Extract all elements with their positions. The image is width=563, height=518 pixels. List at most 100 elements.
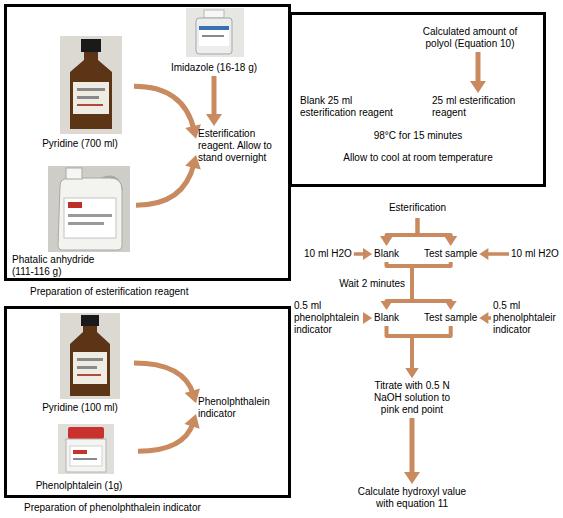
bottle-body: [70, 52, 112, 129]
arrow-head: [444, 236, 457, 246]
arrow-shaft: [134, 86, 194, 130]
flow-arrow: [406, 326, 451, 378]
label-line: [77, 88, 105, 91]
flow-arrow: [138, 414, 200, 451]
step-text: Test sample: [424, 248, 477, 260]
bottle-label: [199, 26, 229, 46]
jar-body: [66, 439, 106, 472]
step-label: Test sample: [424, 248, 477, 260]
arrow-shaft: [387, 326, 413, 371]
step-label: Titrate with 0.5 N NaOH solution to pink…: [366, 380, 458, 416]
bottle-cap: [81, 315, 99, 326]
imidazole-bottle: [186, 8, 244, 57]
photo-ground: [58, 424, 114, 474]
step-label: 25 ml esterification reagent: [432, 95, 524, 119]
flow-arrow: [354, 248, 372, 260]
arrow-head: [363, 312, 372, 324]
step-label: Esterification reagent. Allow to stand o…: [198, 128, 284, 164]
arrow-shaft: [212, 76, 217, 118]
pyridine-bottle: [60, 36, 122, 134]
arrow-shaft: [412, 262, 451, 304]
bottle-label: [73, 82, 109, 114]
label-line: [202, 35, 224, 37]
step-text: Calculated amount of polyol (Equation 10…: [418, 26, 522, 50]
bottle-body: [196, 18, 232, 54]
label-line: [68, 222, 104, 225]
label-line: [77, 358, 103, 361]
step-text: Blank: [374, 312, 399, 324]
arrow-head: [479, 248, 488, 260]
step-text: Calculate hydroxyl value with equation 1…: [350, 486, 474, 510]
jar-label: [70, 446, 102, 466]
step-text: 0.5 ml phenolphtalein indicator: [294, 300, 362, 336]
flow-arrow: [404, 418, 420, 484]
label-line: [77, 374, 101, 376]
arrow-shaft: [136, 164, 194, 205]
step-label: 0.5 ml phenolphtaleir indicator: [493, 300, 559, 336]
step-label: Phenolphthalein indicator: [198, 396, 284, 420]
flow-arrow: [380, 218, 418, 246]
arrow-shaft: [410, 418, 415, 476]
bottle-label: [73, 352, 107, 384]
panel-box: Preparation of esterification reagentPyr…: [4, 4, 291, 300]
step-text: 10 ml H2O: [304, 248, 352, 260]
photo-ground: [186, 8, 244, 57]
photo-ground: [60, 313, 120, 399]
phthalic-anhydride-jug: [48, 166, 130, 252]
jar-cap: [68, 427, 104, 439]
step-label: Calculated amount of polyol (Equation 10…: [418, 26, 522, 50]
arrow-shaft: [412, 326, 451, 371]
label-line: [77, 104, 103, 106]
arrow-head: [406, 368, 419, 378]
arrow-head: [206, 114, 222, 126]
flow-arrow: [479, 312, 491, 324]
flow-arrow: [470, 52, 486, 93]
flow-arrow: [412, 262, 457, 310]
label-stripe: [199, 26, 229, 30]
arrow-shaft: [486, 252, 509, 256]
arrow-head: [404, 472, 420, 484]
label-line: [68, 214, 112, 217]
arrow-shaft: [134, 363, 193, 395]
panel-box: Preparation of phenolphthalein indicator…: [4, 306, 291, 516]
label-logo: [68, 202, 82, 208]
step-note: 98°C for 15 minutes: [290, 130, 546, 142]
arrow-head: [184, 414, 199, 429]
bottle-cap: [81, 39, 101, 52]
arrow-head: [363, 248, 372, 260]
step-text: Titrate with 0.5 N NaOH solution to pink…: [366, 380, 458, 416]
step-note: Allow to cool at room temperature: [290, 152, 546, 164]
jug-cap: [66, 168, 82, 179]
jug-body: [58, 178, 122, 250]
step-text: 25 ml esterification reagent: [432, 95, 524, 119]
arrow-head: [406, 368, 419, 378]
step-label: Test sample: [424, 312, 477, 324]
reagent-item: Phenolphtalein (1g): [22, 424, 136, 492]
bottle-body: [70, 326, 110, 396]
step-text: Phenolphthalein indicator: [198, 396, 284, 420]
reagent-item: Imidazole (16-18 g): [160, 6, 268, 74]
jug-label: [64, 198, 116, 238]
reagent-label: Phenolphtalein (1g): [22, 480, 136, 492]
photo-ground: [60, 36, 122, 134]
panel-caption: Preparation of esterification reagent: [30, 286, 188, 298]
step-text: Esterification reagent. Allow to stand o…: [198, 128, 284, 164]
flow-arrow: [363, 312, 372, 324]
bottle-cap: [204, 10, 224, 18]
panel-caption: Esterification: [289, 202, 546, 214]
step-label: Blank 25 ml esterification reagent: [300, 95, 402, 119]
step-label: 10 ml H2O: [511, 248, 559, 260]
step-text: 10 ml H2O: [511, 248, 559, 260]
arrow-shaft: [476, 52, 481, 85]
flow-arrow: [134, 363, 200, 403]
step-label: Calculate hydroxyl value with equation 1…: [350, 486, 474, 510]
photo-ground: [48, 166, 130, 252]
arrow-head: [380, 236, 393, 246]
reagent-label: Imidazole (16-18 g): [160, 62, 268, 74]
pyridine-bottle: [60, 313, 120, 399]
step-label: 10 ml H2O: [304, 248, 352, 260]
step-text: 0.5 ml phenolphtaleir indicator: [493, 300, 559, 336]
panel-caption: Preparation of phenolphthalein indicator: [24, 502, 201, 514]
